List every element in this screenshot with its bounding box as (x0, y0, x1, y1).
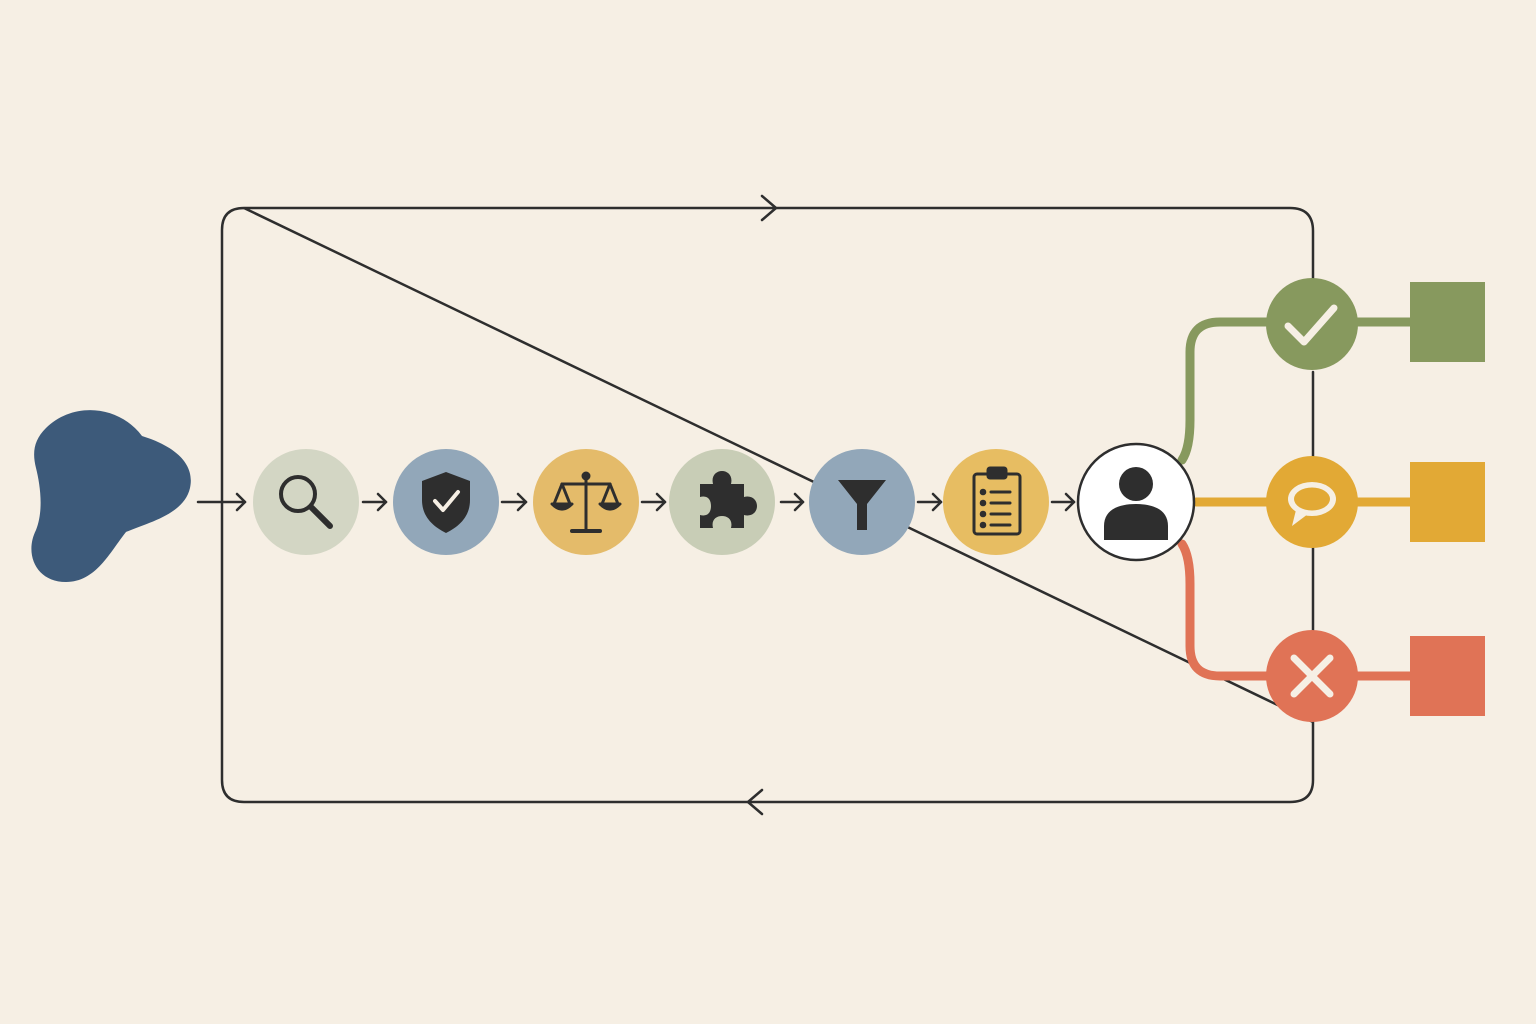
branch-reject (1177, 539, 1273, 681)
outcome-approve-box (1410, 282, 1485, 362)
step-filter (809, 449, 915, 555)
scales-icon (550, 471, 622, 533)
arrow-5 (916, 492, 943, 512)
outcome-comment (1266, 456, 1485, 548)
arrow-4 (779, 492, 805, 512)
source-blob (31, 410, 191, 582)
loop-frame (220, 206, 1315, 804)
feedback-loop (220, 194, 1315, 816)
speech-bubble-icon (1288, 482, 1336, 526)
outcome-approve (1266, 278, 1485, 370)
arrow-1 (361, 492, 388, 512)
loop-arrow-left (746, 788, 764, 816)
step-puzzle (669, 449, 775, 555)
step-verify (393, 449, 499, 555)
loop-arrow-right (760, 194, 778, 222)
shield-check-icon (422, 472, 470, 533)
step-checklist (943, 449, 1049, 555)
step-search (253, 449, 359, 555)
puzzle-icon (700, 471, 757, 528)
branch-lines (1177, 317, 1417, 681)
step-arrows (196, 492, 1076, 512)
step-balance (533, 449, 639, 555)
checkmark-icon (1284, 304, 1338, 346)
arrow-source-to-search (196, 492, 247, 512)
reviewer-node (1076, 442, 1196, 562)
outcome-comment-box (1410, 462, 1485, 542)
clipboard-icon (972, 466, 1022, 536)
funnel-icon (838, 480, 886, 530)
arrow-6 (1050, 492, 1076, 512)
magnifier-icon (279, 475, 333, 529)
branch-approve (1177, 317, 1273, 465)
outcome-reject-box (1410, 636, 1485, 716)
arrow-2 (500, 492, 528, 512)
arrow-3 (640, 492, 667, 512)
outcome-reject (1266, 630, 1485, 722)
x-mark-icon (1290, 654, 1334, 698)
person-icon (1104, 467, 1168, 540)
